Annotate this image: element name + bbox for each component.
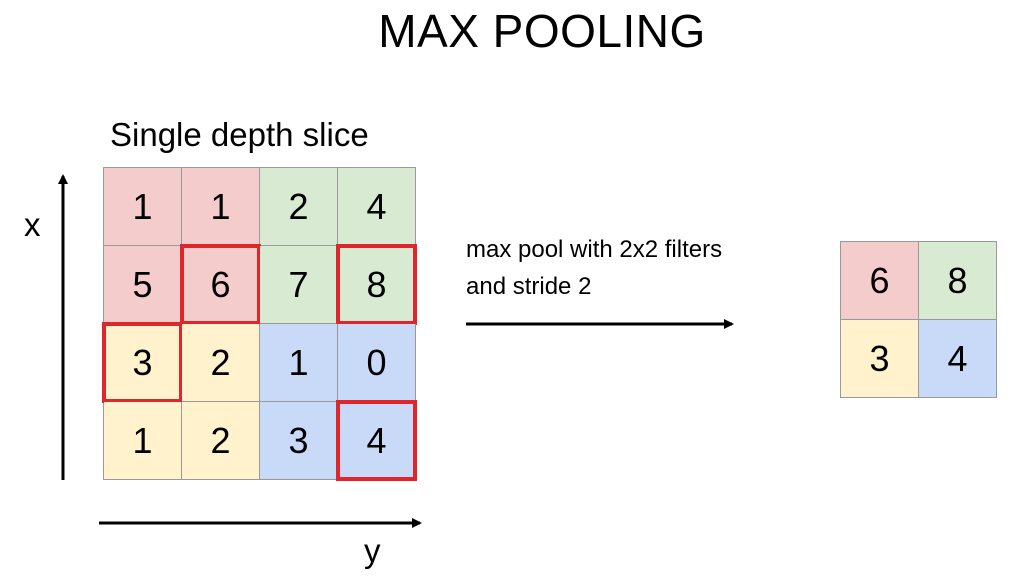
operation-description: max pool with 2x2 filters and stride 2 [466, 231, 722, 305]
y-axis-label: y [364, 532, 381, 569]
x-axis-label: x [24, 206, 41, 243]
output-cell: 6 [841, 242, 919, 320]
input-cell: 7 [260, 246, 338, 324]
input-cell: 1 [260, 324, 338, 402]
input-cell: 3 [260, 402, 338, 480]
input-cell: 2 [182, 402, 260, 480]
input-cell: 1 [104, 168, 182, 246]
diagram-title: MAX POOLING [378, 5, 706, 57]
input-cell-max: 4 [336, 400, 417, 481]
input-cell: 1 [104, 402, 182, 480]
output-cell: 4 [919, 320, 997, 398]
output-cell: 3 [841, 320, 919, 398]
operation-line-2: and stride 2 [466, 273, 592, 300]
input-grid-caption: Single depth slice [110, 116, 369, 153]
input-cell: 0 [338, 324, 416, 402]
input-cell: 1 [182, 168, 260, 246]
output-cell: 8 [919, 242, 997, 320]
input-cell: 5 [104, 246, 182, 324]
input-cell: 4 [338, 168, 416, 246]
operation-line-1: max pool with 2x2 filters [466, 236, 723, 263]
input-cell: 2 [182, 324, 260, 402]
input-cell: 2 [260, 168, 338, 246]
input-cell-max: 6 [180, 244, 261, 325]
input-cell-max: 8 [336, 244, 417, 325]
input-cell-max: 3 [102, 322, 183, 403]
